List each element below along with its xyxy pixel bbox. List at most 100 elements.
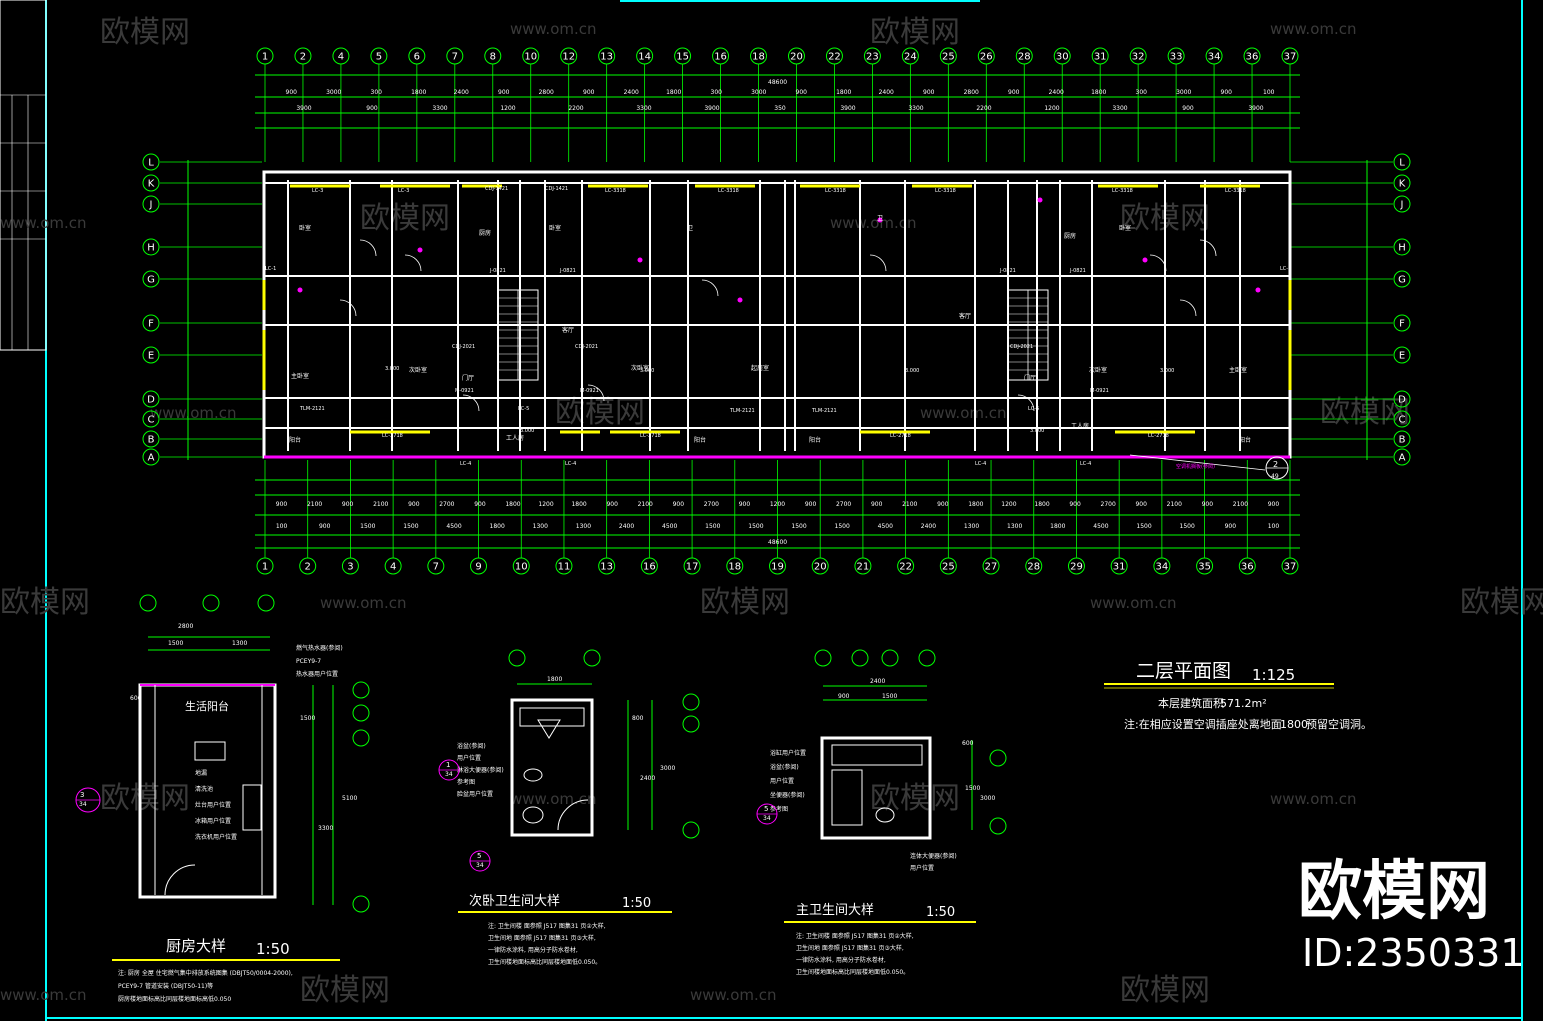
door-swing xyxy=(359,239,377,257)
dim-text-top-2: 3900 xyxy=(840,105,855,112)
kitchen-ref-num: 3 xyxy=(80,791,84,799)
bath1-tub xyxy=(831,769,863,826)
dim-text-bottom-2: 1300 xyxy=(533,523,548,530)
axis-bubble-bath1 xyxy=(881,649,899,667)
kitchen-sink xyxy=(194,741,226,761)
bath1-ref-den: 34 xyxy=(763,815,771,822)
door-swing xyxy=(1199,239,1217,257)
axis-bubble-bottom-label: 1 xyxy=(262,562,268,573)
axis-bubble-right-label: A xyxy=(1399,453,1406,464)
room-label: 工人房 xyxy=(506,434,524,442)
axis-bubble-kitchen xyxy=(352,681,370,699)
watermark-logo-large: 欧模网 xyxy=(1298,855,1490,929)
axis-bubble-left-label: D xyxy=(147,395,155,406)
dim-text-bottom-1: 1800 xyxy=(505,501,520,508)
axis-bubble-bath2 xyxy=(583,649,601,667)
room-label: 卫 xyxy=(877,215,883,222)
dim-text-top-1: 900 xyxy=(923,89,935,96)
axis-bubble-bottom-label: 36 xyxy=(1241,562,1254,573)
axis-bubble-right xyxy=(1393,346,1411,364)
window-label: J-0821 xyxy=(489,268,506,274)
dim-text-bottom-1: 2700 xyxy=(1101,501,1116,508)
dim-text-top-1: 1800 xyxy=(1091,89,1106,96)
bath1-toilet xyxy=(875,807,895,823)
kitchen-dim: 5100 xyxy=(342,795,357,802)
fixture-dot xyxy=(297,287,303,293)
room-label: 次卧室 xyxy=(631,364,649,372)
axis-bubble-top-label: 2 xyxy=(300,52,306,63)
dim-text-bottom-1: 900 xyxy=(871,501,883,508)
axis-bubble-right-label: H xyxy=(1398,243,1406,254)
axis-bubble-left xyxy=(142,448,160,466)
window-label: LC-4 xyxy=(1080,461,1091,467)
axis-bubble-bottom-label: 4 xyxy=(390,562,396,573)
leader-line xyxy=(1129,454,1266,471)
axis-bubble-top-label: 30 xyxy=(1056,52,1069,63)
axis-bubble-right xyxy=(1393,390,1411,408)
bath1-callout: 浴盆(参阅) xyxy=(770,763,799,771)
section-ref-num: 2 xyxy=(1273,460,1278,469)
dim-text-bottom-1: 900 xyxy=(342,501,354,508)
watermark-brand: 欧模网 xyxy=(1460,585,1543,620)
dim-text-bottom-2: 1500 xyxy=(835,523,850,530)
door-swing xyxy=(164,864,196,896)
bath1-note: 卫生间地 面参照 J517 图集31 页③大样, xyxy=(796,944,904,952)
axis-bubble-left-label: H xyxy=(147,243,155,254)
axis-bubble-kitchen xyxy=(202,594,220,612)
elevation-mark: 3.000 xyxy=(385,366,399,372)
elevation-mark: 3.000 xyxy=(640,368,654,374)
door-swing xyxy=(404,254,422,272)
bath1-note: 注: 卫生间楼 面参照 J517 图集31 页②大样, xyxy=(796,932,914,940)
bath1-dim: 600 xyxy=(962,740,974,747)
total-dim-top: 48600 xyxy=(768,79,787,86)
bath1-dim: 1500 xyxy=(882,693,897,700)
axis-bubble-bottom-label: 20 xyxy=(814,562,827,573)
window-label: M-0921 xyxy=(455,388,474,394)
axis-bubble-left xyxy=(142,174,160,192)
dim-text-top-2: 3300 xyxy=(1112,105,1127,112)
kitchen-callout: PCEY9-7 xyxy=(296,658,321,665)
axis-bubble-left xyxy=(142,270,160,288)
dim-text-bottom-2: 4500 xyxy=(446,523,461,530)
bath1-walls xyxy=(820,736,932,840)
dim-text-bottom-2: 1500 xyxy=(403,523,418,530)
axis-bubble-left xyxy=(142,153,160,171)
kitchen-callout: 冰箱用户位置 xyxy=(195,817,231,825)
axis-bubble-right xyxy=(1393,270,1411,288)
window-label: LC-3 xyxy=(312,188,323,194)
dim-text-bottom-1: 900 xyxy=(474,501,486,508)
axis-bubble-top-label: 26 xyxy=(980,52,993,63)
dim-text-top-1: 3000 xyxy=(751,89,766,96)
axis-bubble-top-label: 36 xyxy=(1246,52,1259,63)
door-swing xyxy=(1017,394,1035,412)
kitchen-dim: 2800 xyxy=(178,623,193,630)
room-label: 卧室 xyxy=(299,224,311,232)
axis-bubble-bath2 xyxy=(508,649,526,667)
kitchen-counter xyxy=(242,784,262,831)
dim-text-bottom-1: 2100 xyxy=(307,501,322,508)
room-label: 阳台 xyxy=(694,436,706,444)
dim-text-bottom-1: 2100 xyxy=(1233,501,1248,508)
room-label: 次卧室 xyxy=(1089,366,1107,374)
bath1-dim: 3000 xyxy=(980,795,995,802)
watermark-site: www.om.cn xyxy=(150,404,237,422)
axis-bubble-bottom-label: 19 xyxy=(771,562,784,573)
dim-text-top-1: 900 xyxy=(1221,89,1233,96)
axis-bubble-bath1 xyxy=(989,749,1007,767)
dim-text-top-1: 300 xyxy=(1136,89,1148,96)
dim-text-bottom-2: 1500 xyxy=(1180,523,1195,530)
axis-bubble-top-label: 23 xyxy=(866,52,879,63)
axis-bubble-bath1 xyxy=(989,817,1007,835)
window-label: LC-3318 xyxy=(935,188,956,194)
fixture-dot xyxy=(637,257,643,263)
dim-text-bottom-2: 1500 xyxy=(748,523,763,530)
door-swing xyxy=(1149,254,1167,272)
room-label: 门厅 xyxy=(1024,374,1036,382)
axis-bubble-right xyxy=(1393,410,1411,428)
axis-bubble-right xyxy=(1393,174,1411,192)
axis-bubble-bottom-label: 34 xyxy=(1156,562,1169,573)
dim-text-bottom-2: 1800 xyxy=(1050,523,1065,530)
kitchen-callout: 热水器用户位置 xyxy=(296,670,338,678)
